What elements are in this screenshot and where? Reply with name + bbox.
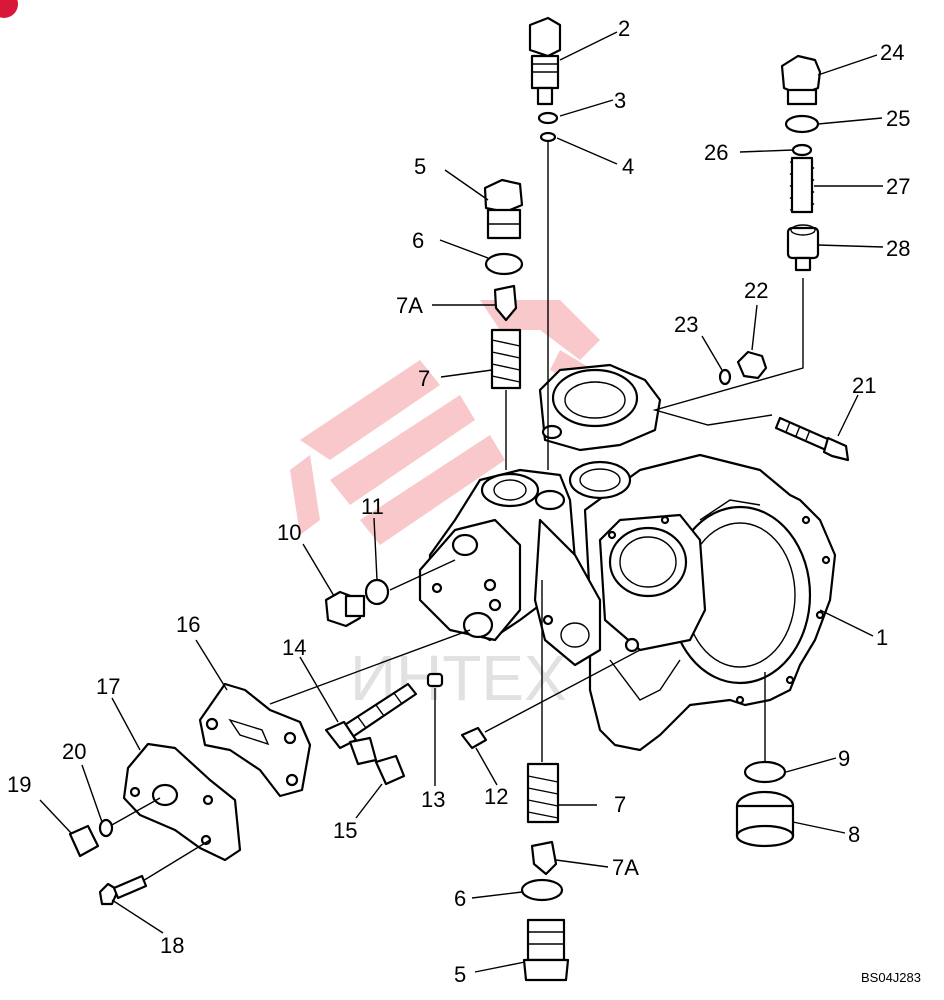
label-part-5-bottom: 5 — [454, 962, 466, 987]
leader-line — [652, 278, 804, 426]
leader-line — [389, 559, 456, 591]
label-part-19: 19 — [7, 772, 31, 797]
o-ring-23-part — [718, 368, 732, 386]
label-part-7-top: 7 — [418, 366, 430, 391]
o-ring-3-part — [537, 111, 559, 125]
label-part-16: 16 — [176, 612, 200, 637]
plug-19-part — [68, 824, 100, 858]
spring-7-bottom-part — [526, 762, 560, 824]
plug-24-part — [780, 54, 822, 106]
relief-cartridge-part — [528, 16, 562, 106]
plug-10-part — [324, 590, 366, 628]
spring-27-part — [789, 156, 815, 214]
bolt-18-part — [98, 874, 148, 906]
label-part-11: 11 — [361, 494, 384, 519]
plate-17-part — [122, 742, 242, 862]
label-part-6-bottom: 6 — [454, 886, 466, 911]
label-part-7-bottom: 7 — [614, 792, 626, 817]
label-part-9: 9 — [838, 746, 850, 771]
o-ring-6-top-part — [484, 252, 524, 276]
o-ring-4-part — [539, 131, 557, 143]
plug-13-part — [426, 672, 444, 688]
label-part-20: 20 — [62, 739, 86, 764]
o-ring-6-bottom-part — [520, 878, 564, 902]
drawing-code: BS04J283 — [861, 970, 921, 985]
label-part-14: 14 — [282, 635, 306, 660]
label-part-25: 25 — [886, 106, 910, 131]
label-part-18: 18 — [160, 933, 184, 958]
plug-22-part — [736, 350, 768, 380]
label-part-22: 22 — [744, 278, 768, 303]
o-ring-20-part — [98, 818, 114, 838]
label-part-26: 26 — [704, 140, 728, 165]
label-part-4: 4 — [622, 154, 634, 179]
label-part-2: 2 — [618, 16, 630, 41]
label-part-8: 8 — [848, 822, 860, 847]
leader-line — [269, 629, 471, 705]
o-ring-26-part — [791, 143, 813, 157]
label-part-12: 12 — [484, 784, 508, 809]
poppet-28-part — [786, 224, 820, 272]
label-part-7A-top: 7A — [396, 293, 423, 318]
fitting-14-part — [324, 682, 418, 766]
leader-line — [484, 649, 641, 733]
label-part-28: 28 — [886, 236, 910, 261]
label-part-15: 15 — [333, 818, 357, 843]
gasket-16-part — [198, 682, 312, 798]
plug-5-bottom-part — [522, 918, 570, 982]
plug-8-part — [735, 790, 795, 848]
corner-badge-icon — [0, 0, 18, 18]
label-part-24: 24 — [880, 40, 904, 65]
label-part-21: 21 — [852, 373, 876, 398]
label-part-3: 3 — [614, 88, 626, 113]
plug-5-top-part — [483, 178, 524, 240]
part-labels: 2 3 4 5 6 7A 7 24 25 26 27 28 22 23 21 1… — [7, 16, 910, 987]
label-part-5-top: 5 — [414, 154, 426, 179]
label-part-10: 10 — [277, 520, 301, 545]
main-housing-part — [418, 363, 837, 752]
o-ring-11-part — [364, 578, 390, 606]
leader-line — [109, 797, 161, 827]
o-ring-25-part — [784, 114, 820, 134]
poppet-7A-bottom-part — [530, 840, 558, 876]
label-part-17: 17 — [96, 674, 120, 699]
label-part-1: 1 — [876, 625, 888, 650]
plug-12-part — [460, 726, 488, 750]
label-leaders — [39, 31, 884, 973]
bolt-21-part — [774, 416, 850, 462]
o-ring-9-part — [743, 760, 787, 784]
label-part-23: 23 — [674, 312, 698, 337]
label-part-13: 13 — [421, 787, 445, 812]
label-part-7A-bottom: 7A — [612, 855, 639, 880]
label-part-27: 27 — [886, 174, 910, 199]
spring-7-top-part — [490, 328, 522, 390]
label-part-6-top: 6 — [412, 228, 424, 253]
cap-15-part — [374, 754, 406, 786]
